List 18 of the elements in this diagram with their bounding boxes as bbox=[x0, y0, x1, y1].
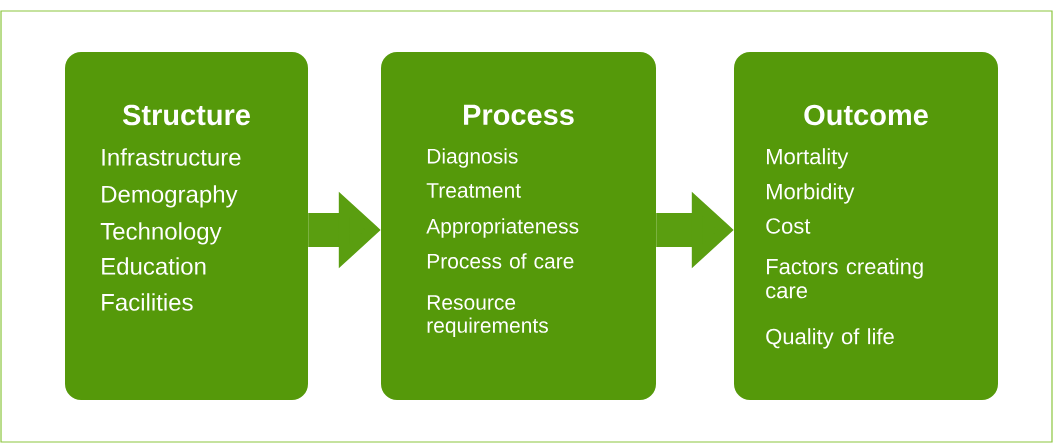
box-heading: Outcome bbox=[804, 104, 928, 126]
list-item: Resource requirements bbox=[427, 295, 548, 337]
box-heading: Process bbox=[464, 104, 574, 126]
list-item: Quality of life bbox=[766, 328, 894, 349]
list-item: Infrastructure bbox=[102, 148, 241, 166]
list-item: Morbidity bbox=[767, 183, 855, 204]
list-item: Demography bbox=[102, 185, 238, 208]
list-item: Cost bbox=[766, 218, 811, 234]
list-item: Diagnosis bbox=[427, 148, 518, 168]
list-item: Treatment bbox=[426, 183, 521, 198]
list-item: Process of care bbox=[427, 253, 574, 269]
list-item: Technology bbox=[100, 222, 222, 245]
box-heading: Structure bbox=[122, 104, 250, 126]
list-item: Mortality bbox=[767, 148, 849, 169]
list-item: Factors creating care bbox=[766, 258, 923, 299]
list-item: Appropriateness bbox=[426, 218, 579, 238]
list-item: Education bbox=[102, 257, 206, 275]
list-item: Facilities bbox=[102, 293, 193, 311]
